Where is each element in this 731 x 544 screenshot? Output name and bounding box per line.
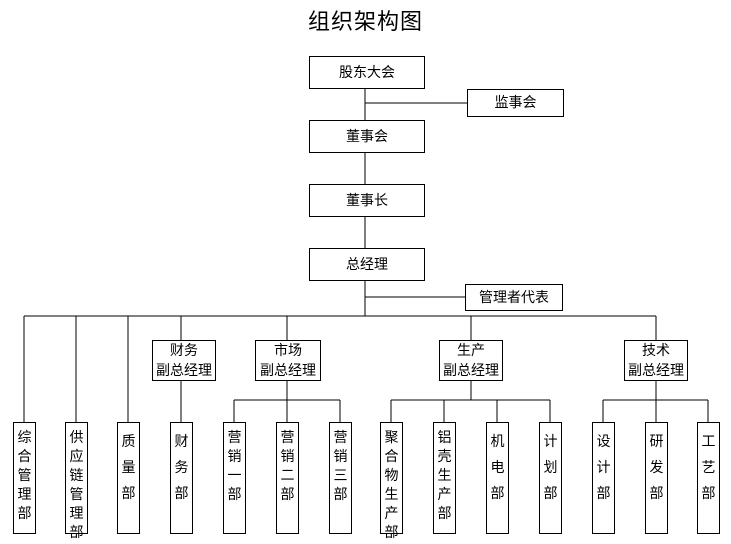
department-char: 供 (69, 430, 84, 446)
department-char: 发 (649, 460, 664, 476)
department-char: 部 (543, 486, 558, 502)
node-label: 财务 (170, 342, 198, 359)
department-char: 铝 (437, 430, 452, 446)
department-char: 产 (384, 506, 399, 522)
department-char: 部 (596, 486, 611, 502)
department-char: 部 (384, 525, 399, 541)
department-char: 销 (333, 449, 348, 465)
node-label: 副总经理 (628, 362, 684, 379)
department-char: 部 (174, 486, 189, 502)
department-box: 营销一部营销一部 (223, 422, 246, 534)
node-board: 董事会 (309, 120, 425, 153)
department-box: 工艺部工艺部 (697, 422, 720, 534)
department-char: 计 (543, 434, 558, 450)
department-char: 生 (384, 487, 399, 503)
department-box: 综合管理部综合管理部 (13, 422, 36, 534)
department-char: 管 (17, 468, 32, 484)
department-char: 产 (437, 487, 452, 503)
department-char: 部 (649, 486, 664, 502)
department-char: 工 (701, 434, 716, 450)
node-management-representative: 管理者代表 (465, 284, 563, 311)
department-char: 质 (121, 434, 136, 450)
department-char: 生 (437, 468, 452, 484)
department-char: 部 (490, 486, 505, 502)
department-char: 管 (69, 487, 84, 503)
department-char: 营 (333, 430, 348, 446)
department-char: 营 (227, 430, 242, 446)
department-char: 量 (121, 460, 136, 476)
node-vp-tech: 技术副总经理 (624, 340, 688, 381)
department-char: 链 (69, 468, 84, 484)
department-box: 铝壳生产部铝壳生产部 (433, 422, 456, 534)
department-char: 合 (384, 449, 399, 465)
node-supervisors: 监事会 (467, 89, 564, 117)
department-char: 划 (543, 460, 558, 476)
department-box: 机电部机电部 (486, 422, 509, 534)
department-char: 部 (280, 487, 295, 503)
department-box: 质量部质量部 (117, 422, 140, 534)
department-char: 部 (701, 486, 716, 502)
department-box: 营销二部营销二部 (276, 422, 299, 534)
department-char: 销 (227, 449, 242, 465)
department-box: 营销三部营销三部 (329, 422, 352, 534)
department-char: 部 (437, 506, 452, 522)
node-label: 生产 (457, 342, 485, 359)
department-box: 聚合物生产部聚合物生产部 (380, 422, 403, 541)
node-label: 技术 (642, 342, 670, 359)
department-char: 三 (333, 468, 348, 484)
node-general-manager: 总经理 (309, 248, 425, 281)
department-box: 研发部研发部 (645, 422, 668, 534)
department-char: 电 (490, 460, 505, 476)
node-vp-production: 生产副总经理 (439, 340, 503, 381)
chart-title: 组织架构图 (307, 10, 423, 35)
department-char: 理 (17, 487, 32, 503)
node-label: 副总经理 (156, 362, 212, 379)
department-char: 营 (280, 430, 295, 446)
department-box: 供应链管理部供应链管理部 (65, 422, 88, 541)
node-label: 市场 (274, 342, 302, 359)
department-char: 设 (596, 434, 611, 450)
department-box: 计划部计划部 (539, 422, 562, 534)
node-vp-finance: 财务副总经理 (152, 340, 216, 381)
department-box: 设计部设计部 (592, 422, 615, 534)
department-char: 一 (227, 468, 242, 484)
department-char: 合 (17, 449, 32, 465)
node-chairman: 董事长 (309, 184, 425, 217)
department-char: 艺 (701, 460, 716, 476)
department-char: 聚 (384, 430, 399, 446)
department-char: 应 (69, 449, 84, 465)
department-char: 部 (17, 506, 32, 522)
department-char: 理 (69, 506, 84, 522)
department-char: 务 (174, 460, 189, 476)
department-char: 物 (384, 468, 399, 484)
department-char: 计 (596, 460, 611, 476)
department-char: 部 (227, 487, 242, 503)
department-char: 综 (17, 430, 32, 446)
node-vp-market: 市场副总经理 (255, 340, 321, 381)
department-char: 二 (280, 468, 295, 484)
department-char: 部 (69, 525, 84, 541)
department-char: 部 (121, 486, 136, 502)
department-box: 财务部财务部 (170, 422, 193, 534)
department-char: 壳 (437, 449, 452, 465)
department-char: 机 (490, 434, 505, 450)
node-label: 副总经理 (443, 362, 499, 379)
department-char: 销 (280, 449, 295, 465)
department-char: 财 (174, 434, 189, 450)
node-label: 副总经理 (260, 362, 316, 379)
node-shareholders: 股东大会 (309, 56, 425, 89)
department-char: 研 (649, 434, 664, 450)
department-char: 部 (333, 487, 348, 503)
